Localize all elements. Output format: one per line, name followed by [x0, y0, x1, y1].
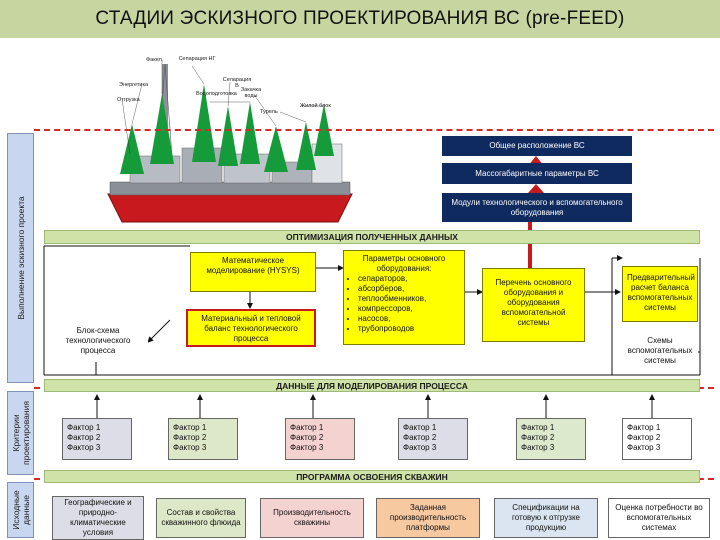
- factor-box: Фактор 1 Фактор 2 Фактор 3: [398, 418, 468, 460]
- ship-label-sep-ng: Сепарация НГ: [178, 56, 216, 62]
- ship-label-water-inj: Закачка воды: [240, 87, 262, 99]
- factor-label: Фактор 3: [521, 443, 555, 452]
- factor-label: Фактор 3: [67, 443, 101, 452]
- ship-label-living: Жилой блок: [300, 103, 331, 109]
- equipment-params-item: абсорберов,: [358, 284, 460, 294]
- band-well-program: ПРОГРАММА ОСВОЕНИЯ СКВАЖИН: [44, 470, 700, 483]
- factor-label: Фактор 2: [627, 433, 661, 442]
- band-modeling-data: ДАННЫЕ ДЛЯ МОДЕЛИРОВАНИЯ ПРОЦЕССА: [44, 379, 700, 392]
- separator-top: [34, 129, 714, 131]
- box-material-balance: Материальный и тепловой баланс технологи…: [186, 309, 316, 347]
- box-preliminary-calc: Предварительный расчет баланса вспомогат…: [622, 266, 698, 322]
- factor-label: Фактор 1: [173, 423, 207, 432]
- ship-label-flare: Факел: [146, 57, 162, 63]
- equipment-params-item: теплообменников,: [358, 294, 460, 304]
- page-title: СТАДИИ ЭСКИЗНОГО ПРОЕКТИРОВАНИЯ ВС (pre-…: [95, 8, 625, 29]
- fpso-illustration: [107, 60, 353, 223]
- factor-label: Фактор 2: [521, 433, 555, 442]
- factor-label: Фактор 2: [173, 433, 207, 442]
- factor-box: Фактор 1 Фактор 2 Фактор 3: [168, 418, 238, 460]
- equipment-params-list: сепараторов, абсорберов, теплообменников…: [348, 274, 460, 334]
- box-math-modeling: Математическое моделирование (HYSYS): [190, 252, 316, 292]
- factor-box: Фактор 1 Фактор 2 Фактор 3: [516, 418, 586, 460]
- factor-label: Фактор 3: [290, 443, 324, 452]
- ship-label-energy: Энергетика: [119, 82, 149, 88]
- box-flow-scheme: Блок-схема технологического процесса: [48, 321, 148, 361]
- factor-label: Фактор 1: [627, 423, 661, 432]
- factor-label: Фактор 2: [290, 433, 324, 442]
- input-box-geography: Географические и природно-климатические …: [52, 496, 144, 540]
- factor-label: Фактор 3: [627, 443, 661, 452]
- box-mass-dimensions: Массогабаритные параметры ВС: [442, 163, 632, 184]
- ship-label-sep-v: Сепарация В: [222, 77, 252, 89]
- box-equipment-modules: Модули технологического и вспомогательно…: [442, 193, 632, 222]
- side-label-inputs: Исходные данные: [7, 482, 34, 538]
- box-equipment-params: Параметры основного оборудования: сепара…: [343, 250, 465, 345]
- input-box-fluid: Состав и свойства скважинного флюида: [156, 498, 246, 538]
- factor-label: Фактор 3: [173, 443, 207, 452]
- ship-label-water-prep: Водоподготовка: [196, 91, 237, 97]
- box-general-layout: Общее расположение ВС: [442, 136, 632, 156]
- factor-box: Фактор 1 Фактор 2 Фактор 3: [285, 418, 355, 460]
- factor-box: Фактор 1 Фактор 2 Фактор 3: [62, 418, 132, 460]
- factor-label: Фактор 1: [521, 423, 555, 432]
- band-optimization: ОПТИМИЗАЦИЯ ПОЛУЧЕННЫХ ДАННЫХ: [44, 230, 700, 244]
- factor-label: Фактор 1: [403, 423, 437, 432]
- side-label-execution: Выполнение эскизного проекта: [7, 133, 34, 383]
- factor-label: Фактор 3: [403, 443, 437, 452]
- box-aux-schemes: Схемы вспомогательных системы: [622, 334, 698, 370]
- equipment-params-title: Параметры основного оборудования:: [362, 254, 446, 273]
- equipment-params-item: насосов,: [358, 314, 460, 324]
- factor-label: Фактор 2: [67, 433, 101, 442]
- input-box-aux-needs: Оценка потребности во вспомогательных си…: [608, 498, 710, 538]
- box-equipment-list: Перечень основного оборудования и оборуд…: [482, 268, 585, 342]
- factor-label: Фактор 1: [290, 423, 324, 432]
- factor-box: Фактор 1 Фактор 2 Фактор 3: [622, 418, 692, 460]
- title-bar: [0, 0, 720, 38]
- equipment-params-item: сепараторов,: [358, 274, 460, 284]
- factor-label: Фактор 1: [67, 423, 101, 432]
- input-box-well-rate: Производительность скважины: [260, 498, 364, 538]
- input-box-platform-rate: Заданная производительность платформы: [376, 498, 480, 538]
- ship-label-loading: Отгрузка: [117, 97, 140, 103]
- side-label-criteria: Критерии проектирования: [7, 391, 34, 475]
- factor-label: Фактор 2: [403, 433, 437, 442]
- ship-label-turret: Турель: [260, 109, 278, 115]
- equipment-params-item: компрессоров,: [358, 304, 460, 314]
- input-box-specs: Спецификации на готовую к отгрузке проду…: [494, 498, 598, 538]
- equipment-params-item: трубопроводов: [358, 324, 460, 334]
